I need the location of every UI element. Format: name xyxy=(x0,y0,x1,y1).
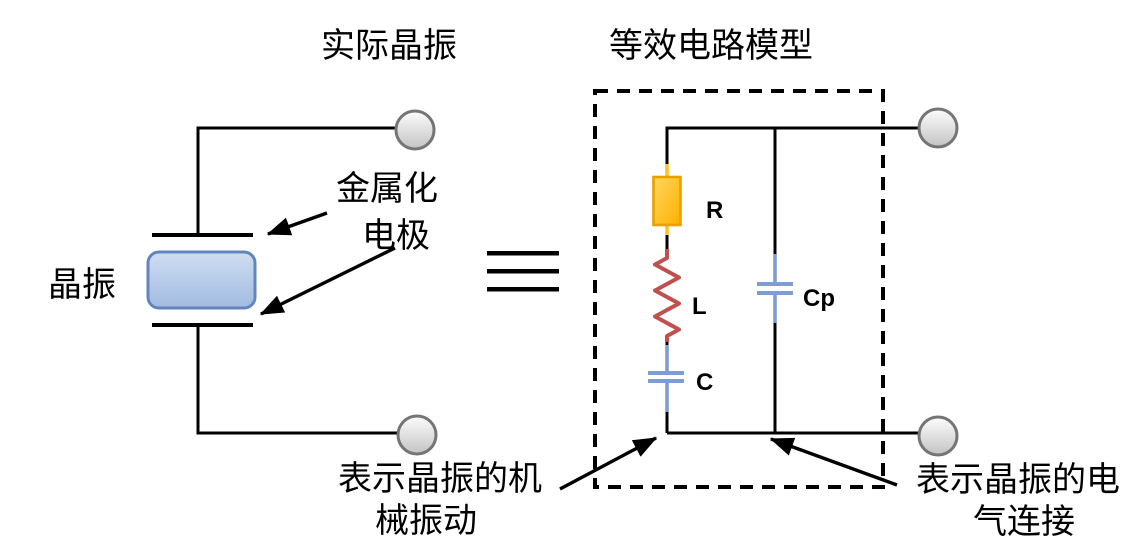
terminal-top-right xyxy=(917,107,959,149)
resistor-symbol xyxy=(652,164,682,235)
equivalence-icon xyxy=(487,251,559,292)
parallel-capacitor-label: Cp xyxy=(803,285,835,312)
mechanical-note-line2: 械振动 xyxy=(375,502,477,540)
electrode-arrow-top xyxy=(266,211,328,236)
equivalent-circuit-dashed-box xyxy=(593,89,885,489)
resistor-body xyxy=(652,175,682,227)
crystal-top-wire xyxy=(196,126,397,233)
inductor-symbol xyxy=(653,249,681,342)
electrode-arrow-bottom xyxy=(259,246,396,316)
series-capacitor-symbol xyxy=(648,345,684,412)
crystal-wires xyxy=(196,126,399,435)
electrical-note-arrow xyxy=(769,437,898,487)
resistor-label: R xyxy=(706,197,723,224)
crystal-body xyxy=(146,250,257,310)
electrode-label-line1: 金属化 xyxy=(336,170,438,208)
crystal-bottom-wire xyxy=(196,327,399,435)
inductor-label: L xyxy=(692,293,707,320)
mechanical-note-arrow xyxy=(559,436,658,491)
equivalent-circuit-wires xyxy=(665,126,919,435)
equivalent-circuit-title: 等效电路模型 xyxy=(609,27,813,65)
mechanical-note-line1: 表示晶振的机 xyxy=(338,460,542,498)
note-arrows xyxy=(559,436,898,491)
terminal-top-left xyxy=(394,109,436,151)
electrode-arrows xyxy=(259,211,396,316)
electrode-label-line2: 电极 xyxy=(362,217,430,255)
electrical-note-line1: 表示晶振的电 xyxy=(916,461,1120,499)
top-node-wire xyxy=(665,126,919,170)
series-capacitor-label: C xyxy=(696,369,713,396)
parallel-capacitor-symbol xyxy=(757,254,793,323)
crystal-label: 晶振 xyxy=(48,266,116,304)
terminal-bottom-left xyxy=(396,414,438,456)
crystal-plates xyxy=(152,233,253,327)
electrical-note-line2: 气连接 xyxy=(973,503,1075,541)
actual-crystal-title: 实际晶振 xyxy=(321,27,457,65)
terminal-bottom-right xyxy=(917,415,959,457)
